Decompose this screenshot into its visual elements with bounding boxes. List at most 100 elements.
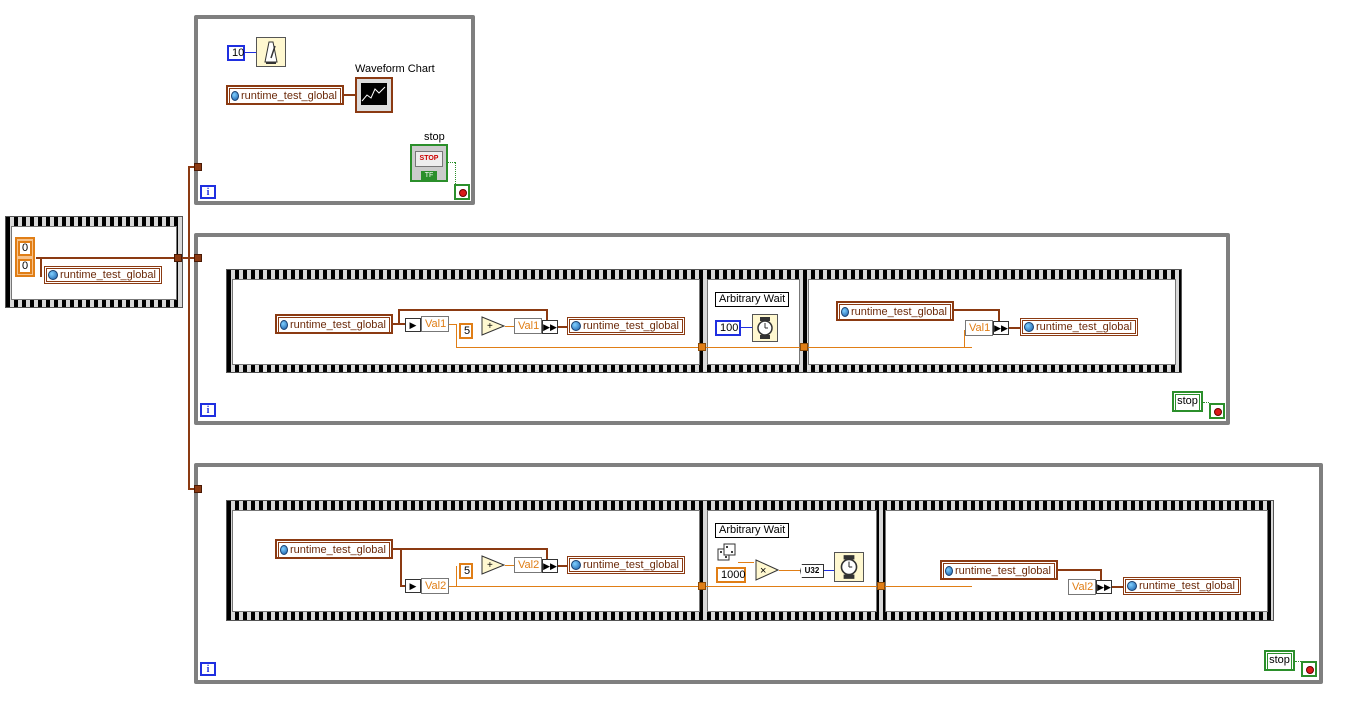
loop3-stop-button[interactable]: stop (1264, 650, 1295, 671)
loop3-cluster-wire-left-h (400, 585, 406, 587)
while-loop-3[interactable] (194, 463, 1323, 684)
while-loop-1[interactable] (194, 15, 475, 205)
loop1-stop-wire (448, 162, 455, 163)
loop1-global-read[interactable]: runtime_test_global (226, 85, 344, 105)
loop2-add-const[interactable]: 5 (459, 323, 473, 339)
trunk-wire-vertical (188, 166, 190, 490)
loop3-global-write[interactable]: runtime_test_global (567, 556, 685, 574)
loop2-cluster-wire-b (954, 309, 1000, 311)
loop2-iteration-terminal: i (200, 403, 216, 417)
loop3-unbundle[interactable]: ▶ (405, 579, 421, 593)
loop1-chart-label: Waveform Chart (355, 63, 435, 75)
global-name: runtime_test_global (954, 565, 1051, 577)
loop3-cluster-wire-b (1058, 569, 1102, 571)
trunk-wire-bottom (188, 488, 198, 490)
init-wire-down (40, 257, 42, 277)
loop3-bundle[interactable]: ▶▶ (542, 559, 558, 573)
globe-icon (945, 566, 953, 576)
loop3-wait-label: Arbitrary Wait (715, 523, 790, 538)
random-dice-icon[interactable] (716, 543, 738, 563)
loop2-wait-wire (741, 327, 753, 328)
init-const-b[interactable]: 0 (18, 259, 32, 274)
wait-ms-icon[interactable] (834, 552, 864, 582)
globe-icon (231, 91, 239, 101)
add-icon[interactable]: + (481, 555, 506, 575)
global-name: runtime_test_global (59, 269, 156, 281)
loop2-unbundle[interactable]: ▶ (405, 318, 421, 332)
loop2-val-wire-down (456, 324, 457, 348)
loop3-convert-u32[interactable]: U32 (800, 564, 824, 578)
stop-label: stop (1175, 394, 1200, 411)
stop-condition-icon (459, 189, 467, 197)
loop3-add-wire (505, 565, 515, 566)
loop2-bundle-field2: Val1 (965, 320, 993, 336)
loop2-val-wire-up (964, 330, 965, 348)
init-sequence-frame (11, 226, 177, 300)
init-const-a[interactable]: 0 (18, 241, 32, 256)
loop1-stop-wire-v (455, 162, 456, 184)
loop3-add-const[interactable]: 5 (459, 563, 473, 579)
global-name: runtime_test_global (582, 320, 679, 332)
loop3-conv-wire (779, 570, 801, 571)
global-name: runtime_test_global (240, 90, 337, 102)
add-icon[interactable]: + (481, 316, 506, 336)
loop2-global-write2[interactable]: runtime_test_global (1020, 318, 1138, 336)
loop3-input-tunnel (194, 485, 202, 493)
add-op: + (487, 321, 493, 332)
stop-condition-icon (1214, 408, 1222, 416)
loop3-iteration-terminal: i (200, 662, 216, 676)
globe-icon (841, 307, 849, 317)
loop3-global-read2[interactable]: runtime_test_global (940, 560, 1058, 580)
loop1-iteration-terminal: i (200, 185, 216, 199)
loop3-wait-wire (824, 570, 834, 571)
loop3-global-read[interactable]: runtime_test_global (275, 539, 393, 559)
loop2-seq-tunnel-2 (800, 343, 808, 351)
loop1-stop-button[interactable]: STOP TF (410, 144, 448, 182)
loop2-global-read[interactable]: runtime_test_global (275, 314, 393, 334)
wait-ms-icon[interactable] (752, 314, 778, 342)
while-loop-2[interactable] (194, 233, 1230, 425)
loop3-cluster-wire-left (400, 548, 402, 586)
loop3-stop-condition[interactable] (1301, 661, 1317, 677)
stop-condition-icon (1306, 666, 1314, 674)
loop2-bundle-wire (558, 326, 568, 328)
global-name: runtime_test_global (289, 544, 386, 556)
trunk-wire-top (188, 166, 198, 168)
loop2-cluster-wire-down (546, 309, 548, 324)
loop2-bundle2[interactable]: ▶▶ (993, 321, 1009, 335)
tf-badge: TF (421, 171, 437, 180)
loop3-bundle2[interactable]: ▶▶ (1096, 580, 1112, 594)
globe-icon (280, 320, 288, 330)
global-name: runtime_test_global (1138, 580, 1235, 592)
loop2-wait-const[interactable]: 100 (715, 320, 741, 336)
globe-icon (48, 270, 58, 280)
loop2-stop-wire (1203, 402, 1209, 403)
loop3-mult-const[interactable]: 1000 (716, 567, 746, 583)
loop2-global-write[interactable]: runtime_test_global (567, 317, 685, 335)
loop2-global-read2[interactable]: runtime_test_global (836, 301, 954, 321)
global-name: runtime_test_global (289, 319, 386, 331)
loop2-unbundle-field: Val1 (421, 316, 449, 332)
global-name: runtime_test_global (582, 559, 679, 571)
loop2-stop-button[interactable]: stop (1172, 391, 1203, 412)
loop3-cluster-wire-b-down (1100, 569, 1102, 581)
init-global-write[interactable]: runtime_test_global (44, 266, 162, 284)
loop1-stop-condition[interactable] (454, 184, 470, 200)
globe-icon (1127, 581, 1137, 591)
loop1-wait-const[interactable]: 10 (227, 45, 245, 61)
waveform-chart-icon[interactable] (355, 77, 393, 113)
multiply-icon[interactable]: × (755, 559, 780, 581)
loop3-bundle-field: Val2 (514, 557, 542, 573)
loop2-cluster-wire-up (398, 309, 400, 324)
metronome-icon[interactable] (256, 37, 286, 67)
loop2-stop-condition[interactable] (1209, 403, 1225, 419)
loop3-stop-wire (1295, 661, 1301, 662)
loop2-val-wire (449, 324, 457, 325)
globe-icon (1024, 322, 1034, 332)
loop1-input-tunnel (194, 163, 202, 171)
loop3-global-write2[interactable]: runtime_test_global (1123, 577, 1241, 595)
loop3-seq-tunnel-1 (698, 582, 706, 590)
init-cluster-constant[interactable]: 0 0 (15, 237, 35, 277)
loop2-bundle[interactable]: ▶▶ (542, 320, 558, 334)
loop1-chart-wire (344, 94, 356, 96)
